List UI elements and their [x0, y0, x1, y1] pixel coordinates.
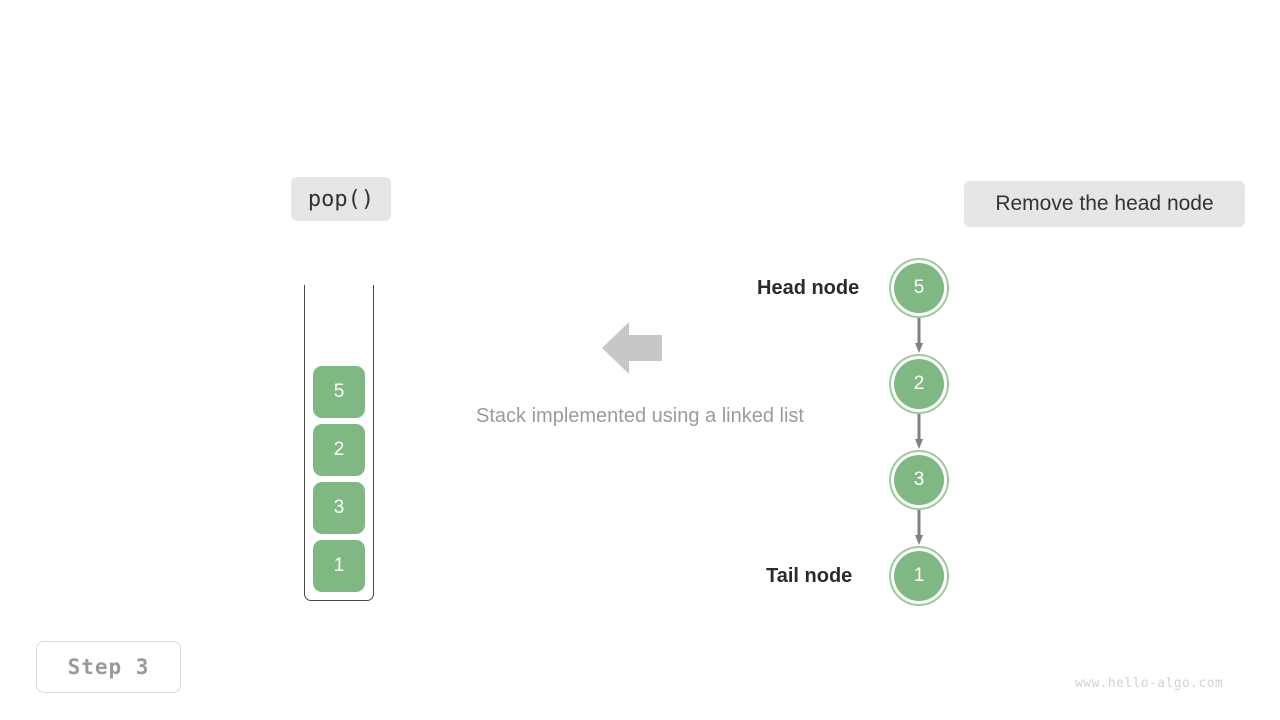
linked-list-node-disc: 3	[894, 455, 944, 505]
watermark: www.hello-algo.com	[1075, 676, 1223, 691]
diagram-caption: Stack implemented using a linked list	[0, 405, 1280, 428]
linked-list-node: 1	[889, 546, 949, 606]
linked-list-node-value: 2	[913, 373, 925, 394]
stack-cell: 2	[313, 424, 365, 476]
diagram-caption-text: Stack implemented using a linked list	[476, 405, 804, 427]
linked-list-edge-arrow	[915, 318, 923, 354]
stack-cell-value: 5	[333, 381, 345, 402]
operation-label: pop()	[291, 177, 391, 221]
linked-list-node-value: 1	[913, 565, 925, 586]
watermark-text: www.hello-algo.com	[1075, 676, 1224, 691]
linked-list-node: 3	[889, 450, 949, 510]
linked-list-node: 5	[889, 258, 949, 318]
step-indicator: Step 3	[36, 641, 181, 693]
tail-node-label: Tail node	[766, 565, 852, 588]
stack-cell-value: 2	[333, 439, 345, 460]
linked-list-node-disc: 2	[894, 359, 944, 409]
stack-cell-value: 1	[333, 555, 345, 576]
linked-list-edge-arrow	[915, 510, 923, 546]
action-description-text: Remove the head node	[995, 192, 1214, 215]
stack-cell-value: 3	[333, 497, 345, 518]
linked-list-node-value: 3	[913, 469, 925, 490]
linked-list-node-disc: 1	[894, 551, 944, 601]
head-node-label-text: Head node	[757, 277, 860, 299]
left-arrow-icon	[602, 321, 662, 375]
head-node-label: Head node	[757, 277, 859, 300]
linked-list: 5 2 3 1	[889, 258, 951, 608]
action-description-label: Remove the head node	[964, 181, 1245, 227]
stack-cell: 3	[313, 482, 365, 534]
linked-list-node-value: 5	[913, 277, 925, 298]
linked-list-node-disc: 5	[894, 263, 944, 313]
operation-label-text: pop()	[307, 186, 375, 212]
stack-cell: 1	[313, 540, 365, 592]
stack-container: 5 2 3 1	[304, 285, 374, 601]
linked-list-node: 2	[889, 354, 949, 414]
step-indicator-text: Step 3	[67, 655, 150, 679]
stack-cell: 5	[313, 366, 365, 418]
linked-list-edge-arrow	[915, 414, 923, 450]
tail-node-label-text: Tail node	[766, 565, 853, 587]
stack-cell-list: 5 2 3 1	[305, 366, 373, 592]
